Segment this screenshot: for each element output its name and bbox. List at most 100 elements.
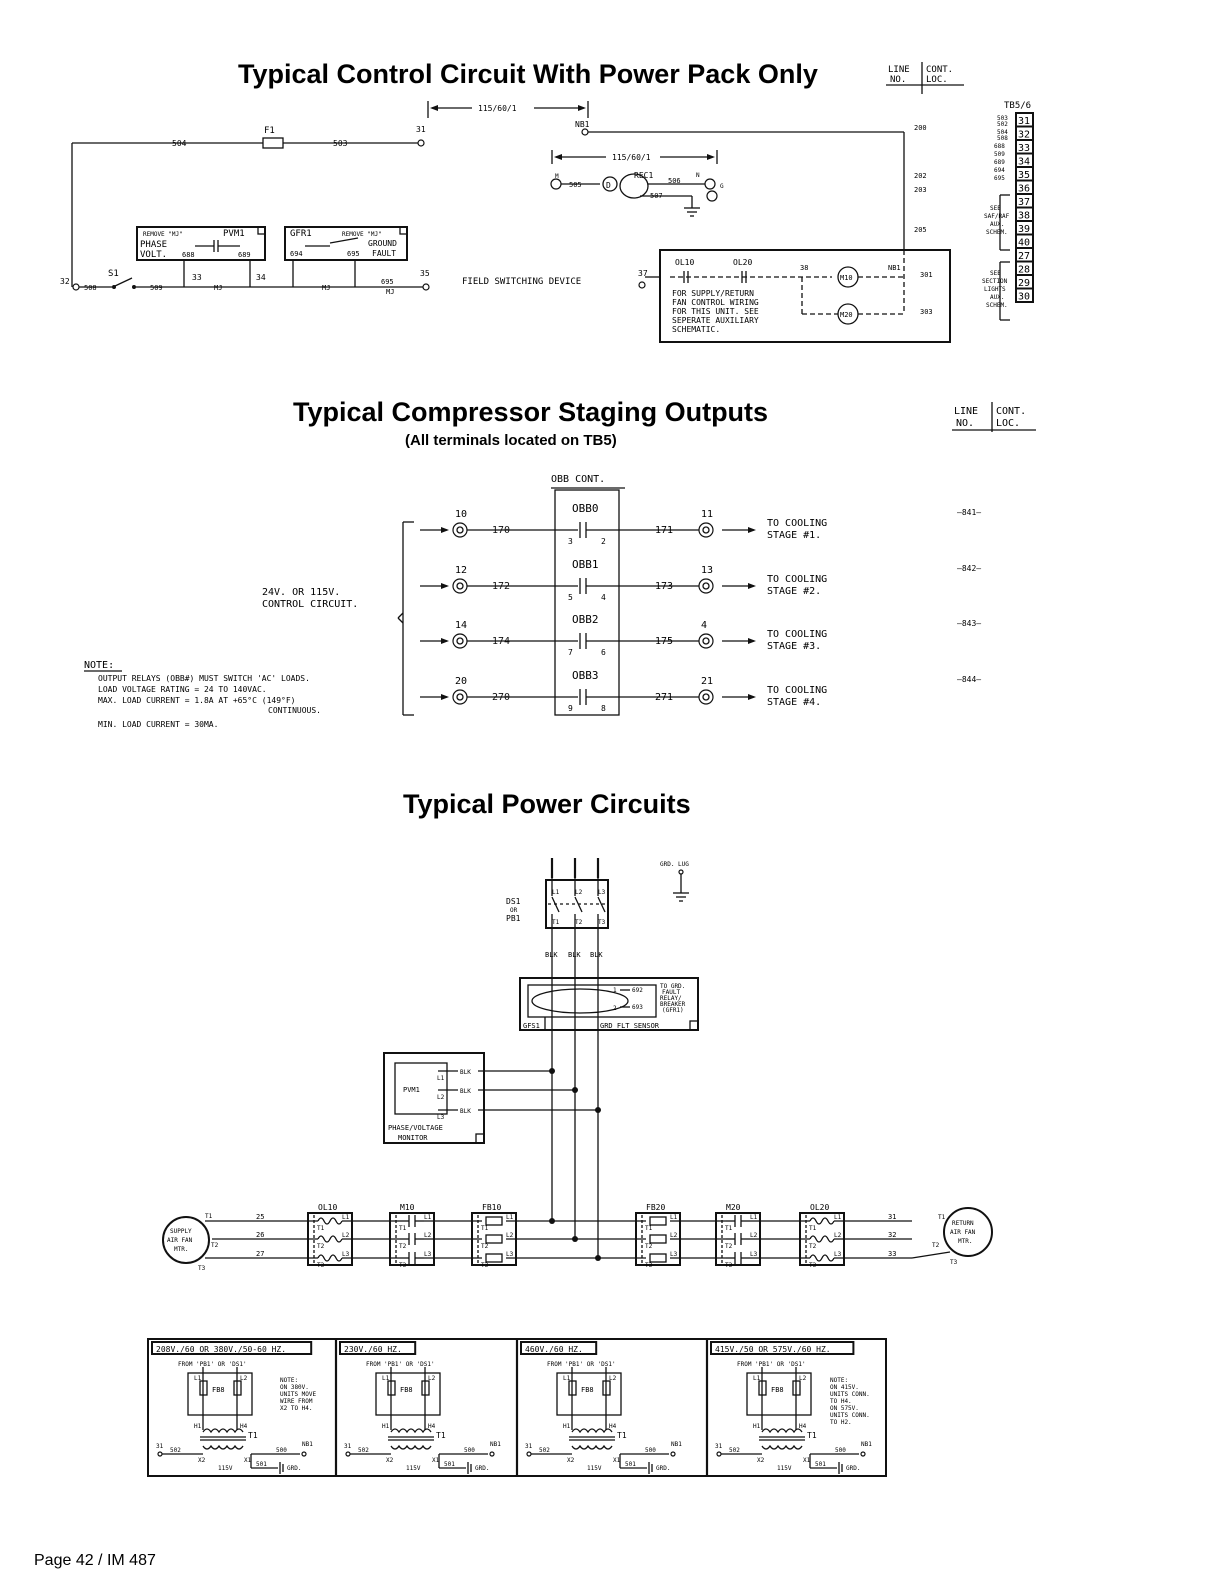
svg-text:T1: T1 bbox=[645, 1225, 653, 1232]
compressor-staging-subtitle: (All terminals located on TB5) bbox=[405, 432, 617, 449]
svg-text:4: 4 bbox=[601, 593, 606, 602]
svg-text:DS1: DS1 bbox=[506, 897, 521, 906]
svg-text:26: 26 bbox=[256, 1231, 264, 1239]
svg-text:FB8: FB8 bbox=[771, 1386, 784, 1394]
svg-text:REMOVE "MJ": REMOVE "MJ" bbox=[143, 231, 183, 238]
main-bus bbox=[549, 948, 601, 1261]
svg-text:NB1: NB1 bbox=[302, 1441, 313, 1448]
svg-text:MONITOR: MONITOR bbox=[398, 1134, 428, 1142]
svg-text:502: 502 bbox=[358, 1447, 369, 1454]
svg-text:T3: T3 bbox=[317, 1262, 325, 1269]
svg-text:24V. OR 115V.: 24V. OR 115V. bbox=[262, 587, 340, 598]
svg-text:L2: L2 bbox=[750, 1232, 758, 1239]
output-terminal bbox=[698, 633, 714, 649]
svg-text:31: 31 bbox=[156, 1443, 164, 1450]
svg-text:MTR.: MTR. bbox=[958, 1238, 972, 1245]
svg-text:FOR SUPPLY/RETURN: FOR SUPPLY/RETURN bbox=[672, 289, 754, 298]
svg-text:20: 20 bbox=[455, 676, 467, 687]
voltage-header bbox=[520, 1341, 598, 1355]
svg-text:T2: T2 bbox=[211, 1242, 219, 1249]
svg-text:T3: T3 bbox=[950, 1259, 958, 1266]
svg-text:T1: T1 bbox=[617, 1431, 627, 1440]
tb-terminal-label: 35 bbox=[1018, 170, 1030, 181]
svg-text:508: 508 bbox=[84, 284, 97, 292]
svg-text:L3: L3 bbox=[506, 1251, 514, 1258]
svg-text:202: 202 bbox=[914, 172, 927, 180]
svg-text:L2: L2 bbox=[575, 889, 583, 896]
svg-text:509: 509 bbox=[150, 284, 163, 292]
svg-text:BREAKER: BREAKER bbox=[660, 1001, 686, 1008]
svg-text:L1: L1 bbox=[750, 1214, 758, 1221]
svg-text:BLK: BLK bbox=[460, 1069, 471, 1076]
svg-text:X2 TO H4.: X2 TO H4. bbox=[280, 1405, 313, 1412]
svg-text:L2: L2 bbox=[799, 1375, 807, 1382]
svg-text:L1: L1 bbox=[670, 1214, 678, 1221]
tb-terminal-label: 34 bbox=[1018, 157, 1030, 168]
svg-text:500: 500 bbox=[464, 1447, 475, 1454]
svg-text:689: 689 bbox=[994, 159, 1005, 166]
svg-text:AIR FAN: AIR FAN bbox=[167, 1237, 193, 1244]
input-terminal bbox=[452, 578, 468, 594]
control-bottom-wiring: 32 508 S1 509 33 MJ 34 MJ 695 MJ 35 FIEL… bbox=[60, 260, 660, 296]
transformer-panels: 208V./60 OR 380V./50-60 HZ.FROM 'PB1' OR… bbox=[151, 1339, 872, 1476]
svg-text:32: 32 bbox=[888, 1231, 896, 1239]
svg-text:502: 502 bbox=[729, 1447, 740, 1454]
svg-text:F1: F1 bbox=[264, 126, 275, 136]
svg-text:271: 271 bbox=[655, 692, 673, 703]
svg-text:T1: T1 bbox=[552, 919, 560, 926]
svg-text:FB10: FB10 bbox=[482, 1203, 501, 1212]
svg-text:TO GRD.: TO GRD. bbox=[660, 983, 685, 990]
svg-text:(GFR1): (GFR1) bbox=[662, 1007, 684, 1014]
line-refs-1: 202 203 205 301 303 bbox=[914, 172, 933, 316]
svg-text:SEE: SEE bbox=[990, 270, 1001, 277]
svg-text:T3: T3 bbox=[399, 1262, 407, 1269]
svg-text:LINE: LINE bbox=[888, 65, 910, 75]
svg-text:L2: L2 bbox=[609, 1375, 617, 1382]
svg-text:S1: S1 bbox=[108, 269, 119, 279]
svg-text:27: 27 bbox=[256, 1250, 264, 1258]
svg-text:ON 380V.: ON 380V. bbox=[280, 1384, 309, 1391]
svg-text:415V./50 OR 575V./60 HZ.: 415V./50 OR 575V./60 HZ. bbox=[715, 1345, 831, 1354]
svg-text:BLK: BLK bbox=[460, 1108, 471, 1115]
disconnect-ds1: DS1 OR PB1 L1 L2 L3 T1 T2 T3 BLK BLK BLK bbox=[506, 858, 609, 959]
svg-text:L3: L3 bbox=[750, 1251, 758, 1258]
svg-text:T1: T1 bbox=[481, 1225, 489, 1232]
phase-voltage-monitor: PVM1 PHASE/VOLTAGE MONITOR BLK BLK BLK L… bbox=[383, 1052, 601, 1144]
svg-text:303: 303 bbox=[920, 308, 933, 316]
svg-text:L1: L1 bbox=[342, 1214, 350, 1221]
svg-text:L2: L2 bbox=[670, 1232, 678, 1239]
svg-text:25: 25 bbox=[256, 1213, 264, 1221]
svg-text:TO COOLING: TO COOLING bbox=[767, 518, 827, 529]
svg-text:T2: T2 bbox=[317, 1243, 325, 1250]
svg-text:L3: L3 bbox=[342, 1251, 350, 1258]
tb-terminal-label: 40 bbox=[1018, 238, 1030, 249]
svg-text:4: 4 bbox=[701, 620, 707, 631]
svg-text:NO.: NO. bbox=[956, 418, 974, 429]
svg-text:L1: L1 bbox=[194, 1375, 202, 1382]
svg-text:TO H4.: TO H4. bbox=[830, 1398, 852, 1405]
svg-text:PVM1: PVM1 bbox=[223, 229, 245, 239]
svg-text:H4: H4 bbox=[240, 1423, 248, 1430]
svg-text:GROUND: GROUND bbox=[368, 239, 397, 248]
tb-terminal-30 bbox=[1015, 287, 1034, 303]
obb-relay-enclosure bbox=[554, 489, 620, 716]
svg-text:OL10: OL10 bbox=[675, 258, 694, 267]
svg-text:14: 14 bbox=[455, 620, 467, 631]
svg-text:SEE: SEE bbox=[990, 205, 1001, 212]
svg-text:X2: X2 bbox=[198, 1457, 206, 1464]
svg-text:OBB2: OBB2 bbox=[572, 613, 599, 626]
svg-text:CONTINUOUS.: CONTINUOUS. bbox=[268, 706, 321, 715]
fuse-f1 bbox=[262, 137, 284, 149]
svg-text:H4: H4 bbox=[609, 1423, 617, 1430]
svg-text:38: 38 bbox=[800, 264, 808, 272]
svg-text:200: 200 bbox=[914, 124, 927, 132]
pvm1-box: REMOVE "MJ" PVM1 PHASE VOLT. 688 689 bbox=[136, 226, 266, 261]
svg-text:695: 695 bbox=[381, 278, 394, 286]
svg-text:508: 508 bbox=[997, 135, 1008, 142]
svg-text:X2: X2 bbox=[386, 1457, 394, 1464]
svg-text:31: 31 bbox=[715, 1443, 723, 1450]
svg-text:LINE: LINE bbox=[954, 406, 978, 417]
svg-text:OL20: OL20 bbox=[810, 1203, 829, 1212]
svg-text:H1: H1 bbox=[753, 1423, 761, 1430]
